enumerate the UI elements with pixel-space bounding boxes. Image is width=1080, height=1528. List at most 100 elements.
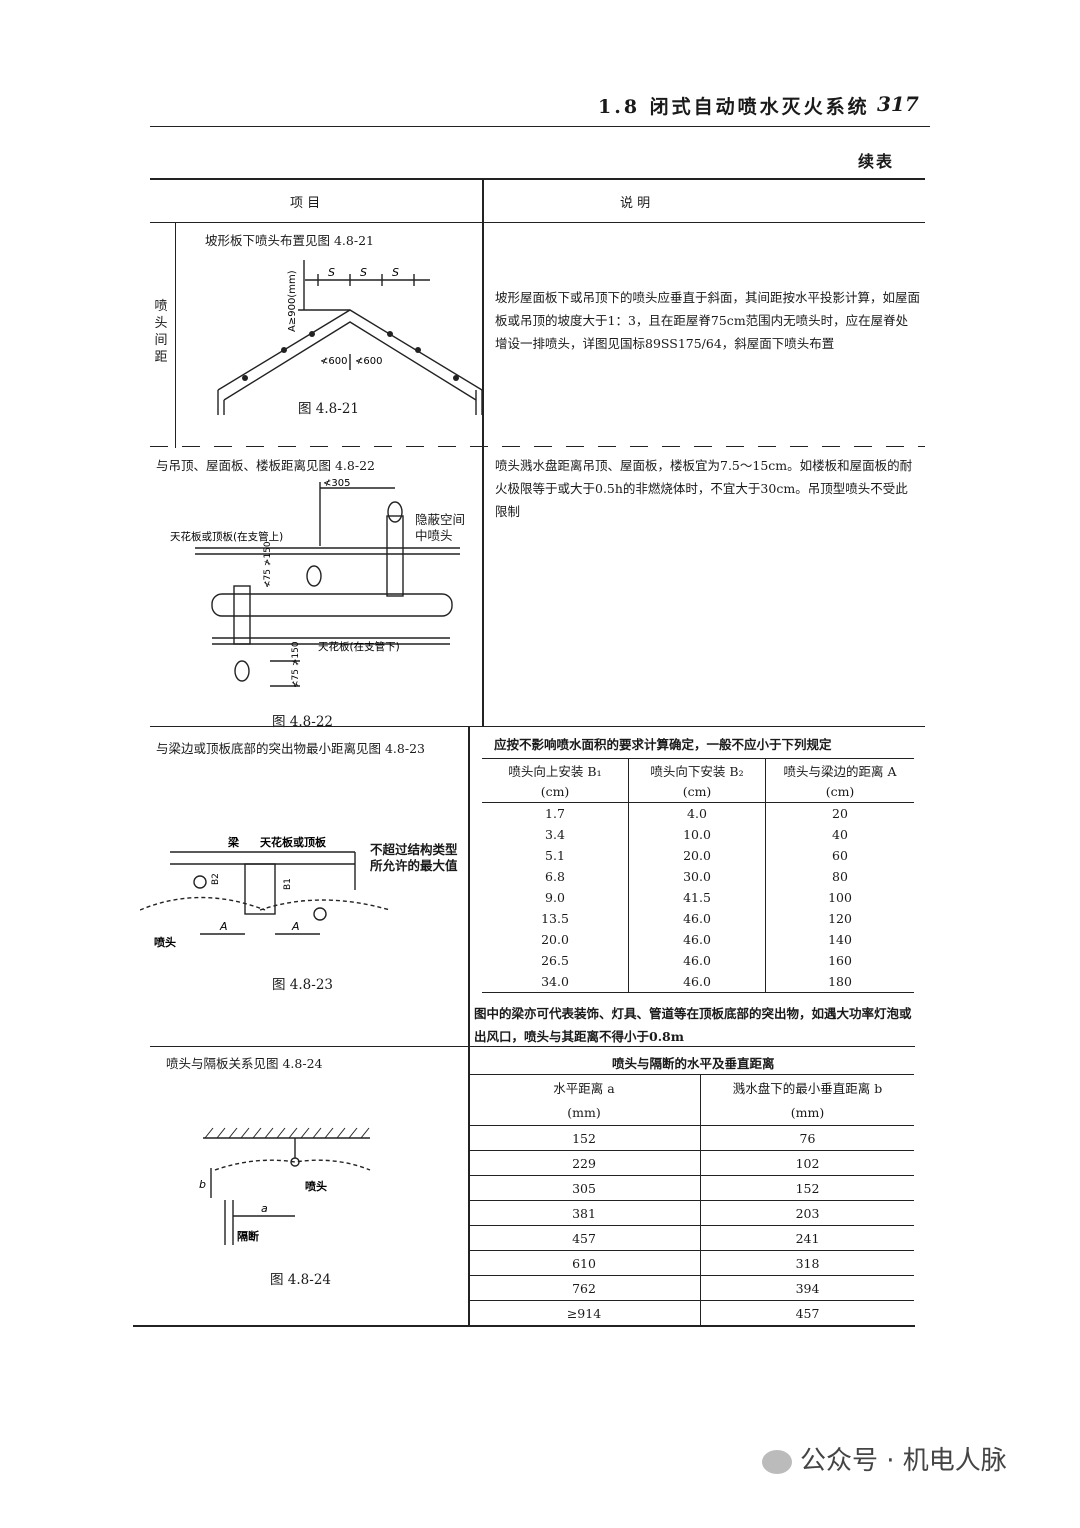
fig23-label-b1: B1	[283, 878, 293, 890]
beam-table-unit: (cm)	[628, 781, 766, 803]
fig22-label-ceiling-top: 天花板或顶板(在支管上)	[170, 530, 283, 543]
row2-title: 与吊顶、屋面板、楼板距离见图 4.8-22	[156, 458, 375, 473]
row3-title: 与梁边或顶板底部的突出物最小距离见图 4.8-23	[156, 741, 425, 756]
table-cell: 40	[765, 824, 914, 845]
table-cell: 457	[700, 1300, 914, 1325]
column-divider-bottom	[468, 726, 470, 1326]
figure-4-8-24-caption: 图 4.8-24	[270, 1272, 332, 1288]
table-cell: 1.7	[545, 806, 565, 821]
table-cell: 120	[765, 908, 914, 929]
table-cell: 610	[572, 1255, 596, 1271]
table-cell: 457	[572, 1230, 596, 1246]
table-cell: 20	[765, 802, 914, 824]
table-cell: 3.4	[545, 827, 565, 842]
table-cell: 46.0	[628, 908, 766, 929]
beam-table-unit: (cm)	[540, 784, 570, 799]
beam-table-header-b2: 喷头向下安装 B₂	[628, 758, 766, 781]
row3-bottom-rule	[150, 1046, 915, 1047]
fig22-label-range-top: ≮75 ≯150	[263, 541, 273, 588]
table-cell: 381	[572, 1205, 596, 1221]
row1-title: 坡形板下喷头布置见图 4.8-21	[205, 233, 374, 248]
table-cell: 30.0	[628, 866, 766, 887]
table-top-rule	[150, 178, 925, 180]
fig23-label-a-right: A	[291, 920, 300, 933]
wechat-icon	[762, 1449, 792, 1474]
table-cell: 102	[700, 1150, 914, 1176]
table-cell: 100	[765, 887, 914, 908]
table-cell: 76	[700, 1125, 914, 1151]
fig24-label-b: b	[199, 1178, 206, 1191]
fig24-label-a: a	[261, 1202, 268, 1215]
table-cell: 6.8	[545, 869, 565, 884]
table-cell: 46.0	[628, 929, 766, 950]
table-cell: 80	[765, 866, 914, 887]
fig22-label-305: ≮305	[323, 478, 350, 489]
continued-label: 续表	[858, 152, 895, 171]
partition-table-title: 喷头与隔断的水平及垂直距离	[612, 1056, 775, 1071]
table-cell: 26.5	[541, 953, 569, 968]
partition-table-header-b: 溅水盘下的最小垂直距离 b	[700, 1074, 914, 1099]
beam-table-header-b1: 喷头向上安装 B₁	[508, 763, 602, 779]
figure-4-8-22-caption: 图 4.8-22	[272, 714, 334, 730]
partition-table-unit: (mm)	[700, 1099, 914, 1126]
fig21-label-600-right: ≮600	[355, 356, 382, 367]
fig23-label-a-left: A	[219, 920, 228, 933]
table-cell: 305	[572, 1180, 596, 1196]
table-cell: 46.0	[628, 971, 766, 993]
table-cell: 4.0	[628, 802, 766, 824]
figure-4-8-23-caption: 图 4.8-23	[272, 977, 334, 993]
fig21-label-s2: S	[360, 266, 367, 279]
fig23-label-sprinkler: 喷头	[154, 935, 176, 949]
table-cell: 60	[765, 845, 914, 866]
table-cell: 160	[765, 950, 914, 971]
fig21-label-s: S	[328, 266, 335, 279]
figure-4-8-24: a b 喷头 隔断	[199, 1127, 371, 1245]
fig23-label-ceiling: 天花板或顶板	[260, 835, 327, 849]
fig22-label-range-bottom: ≮75 ≯150	[291, 641, 301, 688]
table-cell: 34.0	[541, 974, 569, 989]
fig21-label-a: A≥900(mm)	[287, 270, 298, 332]
row4-title: 喷头与隔板关系见图 4.8-24	[166, 1056, 323, 1071]
figure-4-8-22: ≮305 天花板或顶板(在支管上) 天花板(在支管下) ≮75 ≯150 ≮75…	[170, 478, 460, 688]
figure-4-8-21: S S S A≥900(mm) ≮600 ≮600	[217, 260, 483, 415]
table-bottom-rule	[133, 1325, 915, 1327]
table-cell: 20.0	[541, 932, 569, 947]
table-cell: 20.0	[628, 845, 766, 866]
fig21-label-600-left: ≮600	[320, 356, 347, 367]
watermark-text: 公众号 · 机电人脉	[800, 1446, 1007, 1476]
watermark: 公众号 · 机电人脉	[762, 1440, 1007, 1477]
section-title: 1.8 闭式自动喷水灭火系统	[598, 96, 870, 118]
table-cell: 5.1	[545, 848, 565, 863]
row-group-label: 喷头间距	[154, 299, 168, 365]
beam-table-header-a: 喷头与梁边的距离 A	[765, 758, 914, 781]
table-cell: 152	[572, 1130, 596, 1146]
figure-4-8-23: 梁 天花板或顶板 B2 B1 A A 喷头	[140, 835, 391, 949]
column-header-item: 项 目	[290, 196, 321, 211]
group-divider	[175, 222, 176, 448]
fig23-label-note: 不超过结构类型所允许的最大值	[370, 842, 458, 873]
fig24-label-partition: 隔断	[237, 1229, 259, 1243]
fig22-label-ceiling-bottom: 天花板(在支管下)	[318, 640, 400, 653]
figure-4-8-21-caption: 图 4.8-21	[298, 401, 360, 417]
header-rule	[150, 126, 930, 127]
table-cell: 152	[700, 1175, 914, 1201]
table-cell: 180	[765, 971, 914, 993]
table-cell: 762	[572, 1280, 596, 1296]
row2-bottom-rule	[150, 726, 925, 727]
partition-table-header-a: 水平距离 a	[553, 1080, 615, 1096]
table-cell: 41.5	[628, 887, 766, 908]
row1-bottom-rule	[150, 446, 925, 447]
table-cell: 9.0	[545, 890, 565, 905]
column-divider-top	[482, 178, 484, 726]
table-cell: ≥914	[566, 1305, 602, 1321]
table-cell: 394	[700, 1275, 914, 1301]
fig23-label-beam: 梁	[227, 835, 240, 849]
header-bottom-rule	[150, 222, 925, 223]
table-cell: 13.5	[541, 911, 569, 926]
table-cell: 241	[700, 1225, 914, 1251]
table-cell: 229	[572, 1155, 596, 1171]
row2-description: 喷头溅水盘距离吊顶、屋面板，楼板宜为7.5～15cm。如楼板和屋面板的耐火极限等…	[495, 458, 913, 519]
fig24-label-sprinkler: 喷头	[305, 1179, 327, 1193]
